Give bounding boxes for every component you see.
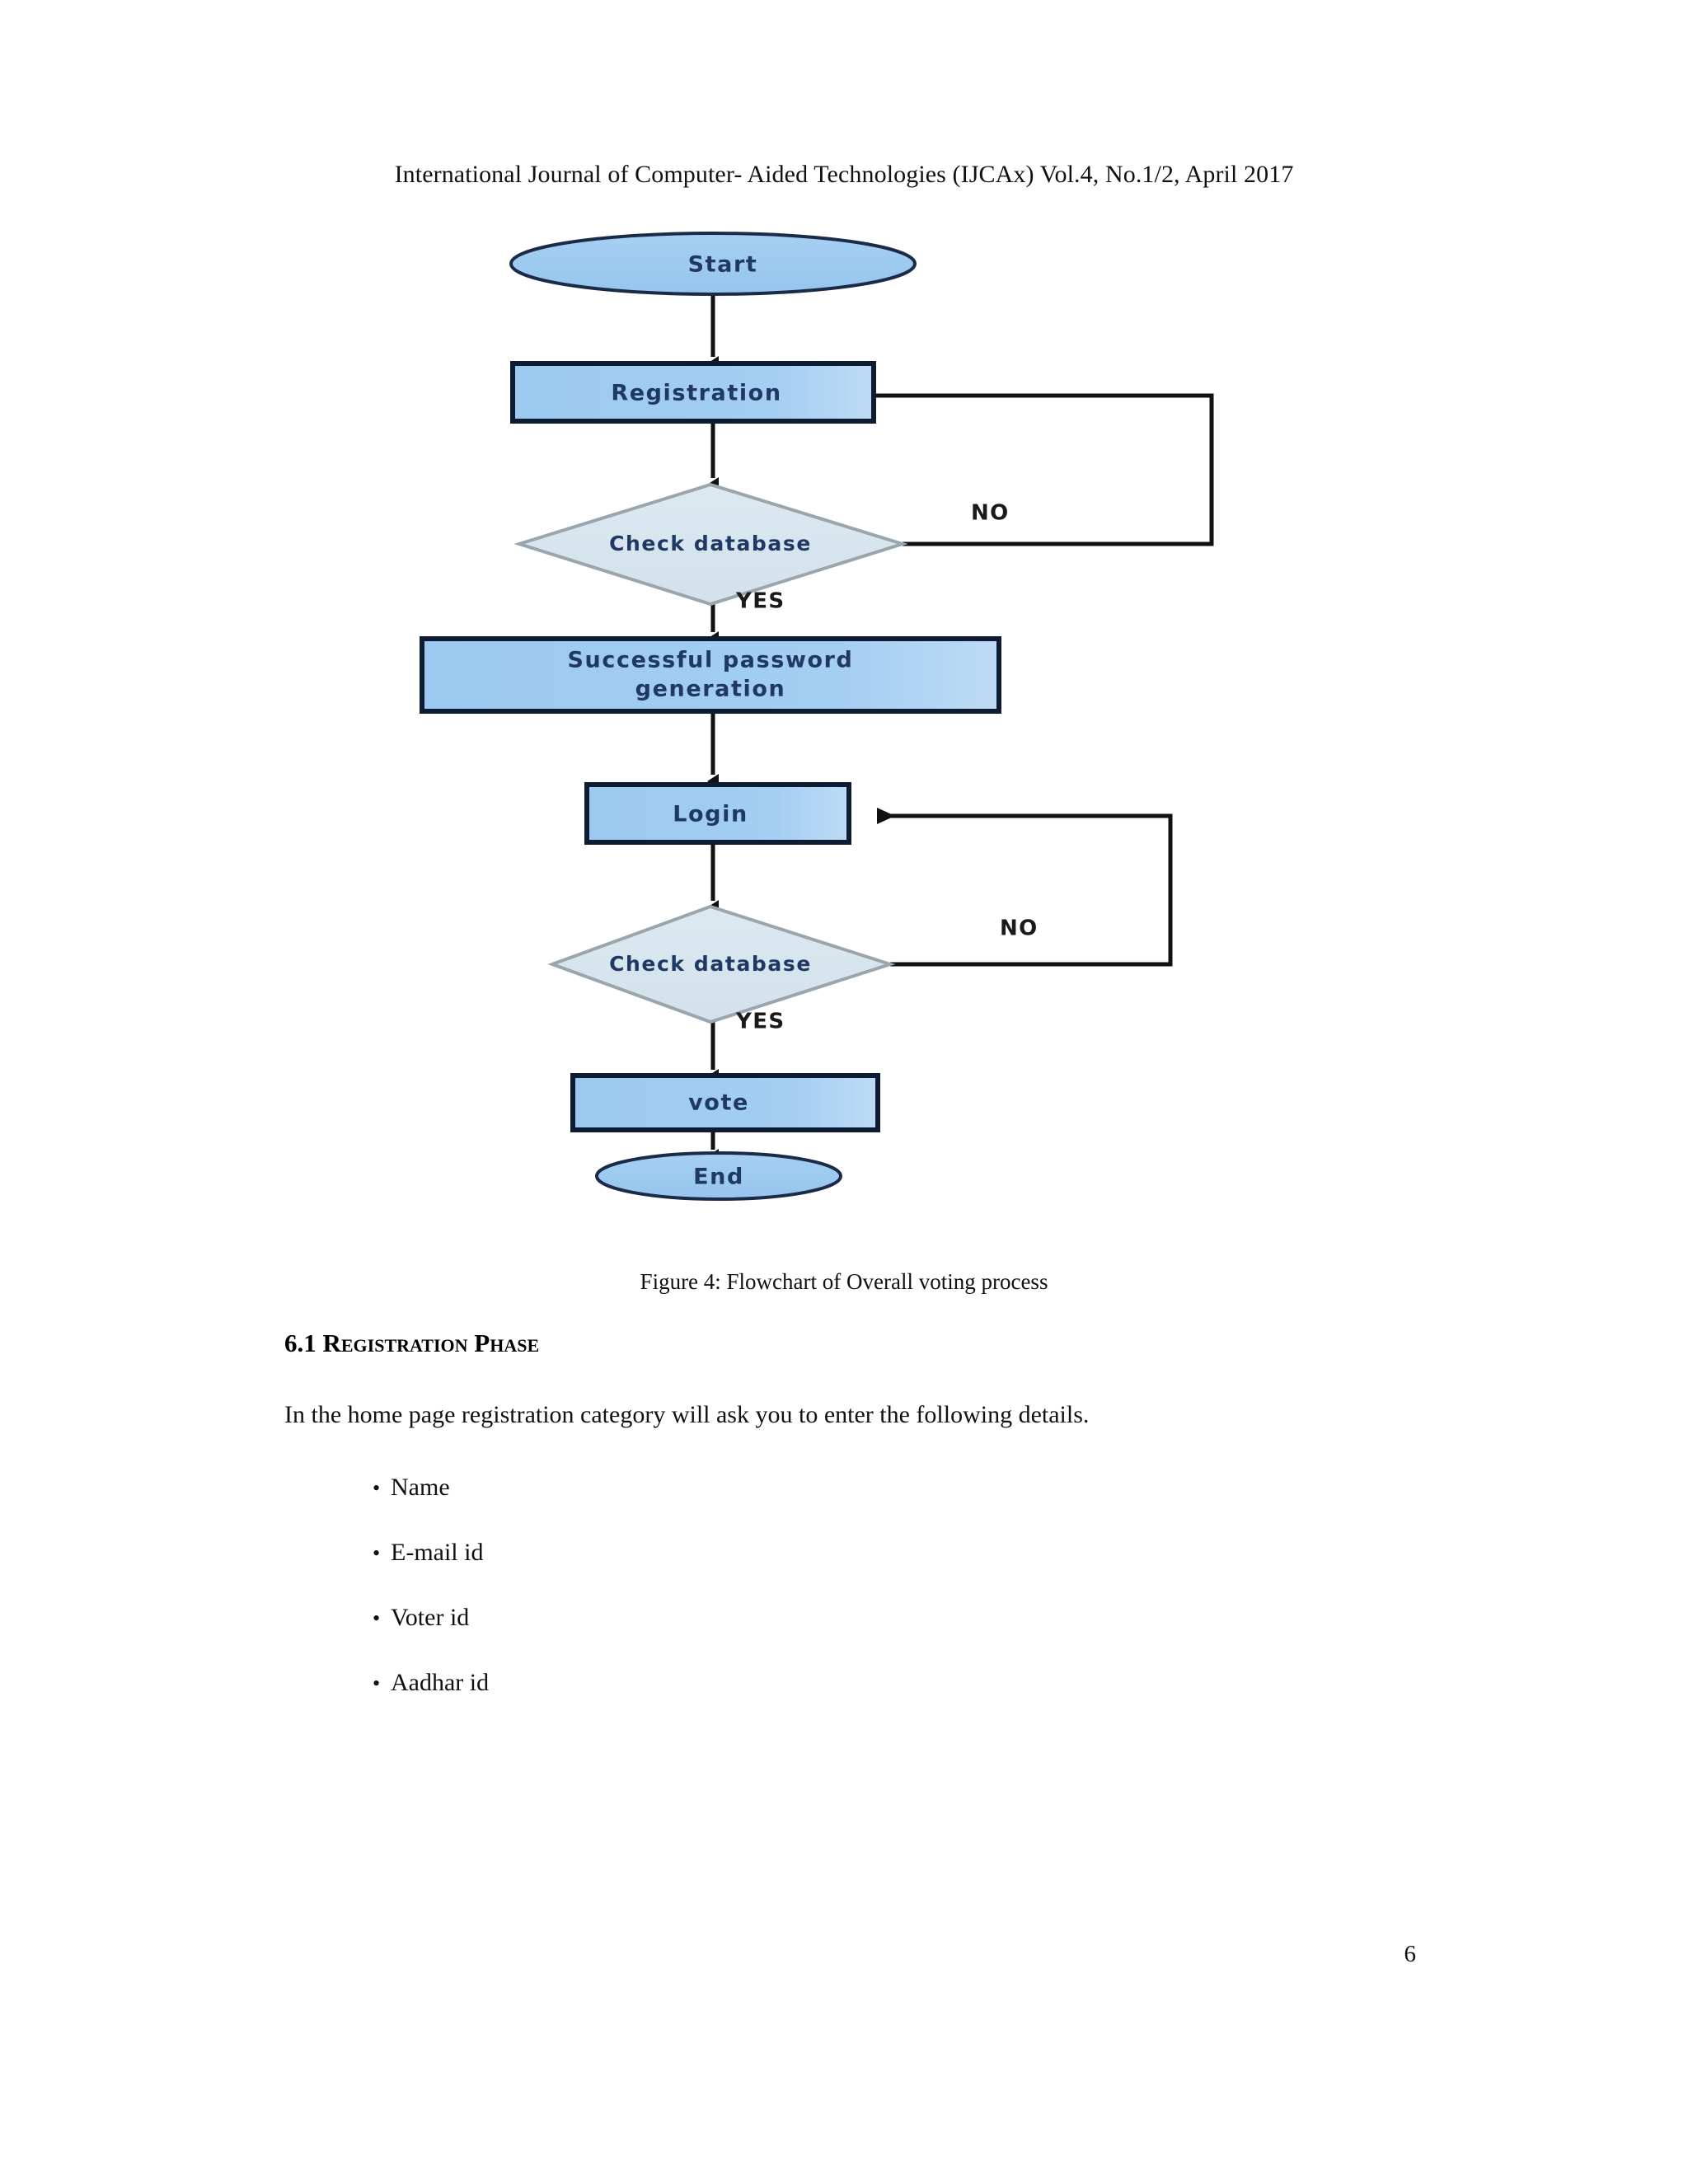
flow-node-vote-label: vote [688, 1090, 749, 1116]
list-item-label: Voter id [391, 1604, 470, 1631]
flow-node-start: Start [509, 232, 917, 296]
flow-node-password-generation: Successful password generation [420, 636, 1001, 714]
list-item: • E-mail id [373, 1520, 1279, 1585]
branch-label-no-2: NO [1000, 916, 1039, 941]
bullet-marker-icon: • [373, 1541, 381, 1565]
flow-node-check-database-2: Check database [547, 904, 896, 1024]
list-item-label: Name [391, 1474, 450, 1501]
section-heading: 6.1 Registration Phase [284, 1329, 539, 1358]
flow-node-password-generation-label-line1: Successful password [568, 648, 854, 673]
flow-node-end: End [595, 1151, 842, 1201]
list-item: • Name [373, 1455, 1279, 1520]
branch-label-yes-1: YES [735, 589, 785, 614]
bullet-marker-icon: • [373, 1606, 381, 1630]
list-item: • Voter id [373, 1585, 1279, 1650]
registration-field-list: • Name • E-mail id • Voter id • Aadhar id [373, 1455, 1279, 1715]
flow-node-end-label: End [693, 1165, 744, 1190]
running-header: International Journal of Computer- Aided… [394, 161, 1294, 188]
flow-node-check-database-1-label: Check database [609, 532, 812, 555]
list-item-label: E-mail id [391, 1539, 484, 1566]
flow-node-password-generation-label-line2: generation [635, 677, 786, 702]
flow-node-start-label: Start [688, 252, 758, 278]
flowchart-figure: Start Registration Check database NO YES… [0, 210, 1688, 1224]
bullet-marker-icon: • [373, 1476, 381, 1500]
flow-node-check-database-2-label: Check database [609, 952, 812, 976]
page-number: 6 [1404, 1941, 1417, 1967]
list-item-label: Aadhar id [391, 1669, 490, 1696]
flow-node-check-database-1: Check database [513, 482, 908, 607]
figure-caption: Figure 4: Flowchart of Overall voting pr… [640, 1269, 1048, 1294]
section-number: 6.1 [284, 1329, 316, 1357]
flow-node-vote: vote [570, 1073, 880, 1132]
bullet-marker-icon: • [373, 1671, 381, 1695]
flow-node-login-label: Login [673, 802, 748, 827]
connector-check1-no-loop [741, 387, 1214, 546]
flow-node-login: Login [584, 782, 851, 845]
branch-label-yes-2: YES [735, 1010, 785, 1034]
flow-node-registration-label: Registration [611, 381, 781, 406]
branch-label-no-1: NO [971, 501, 1010, 526]
section-paragraph: In the home page registration category w… [284, 1401, 1090, 1428]
section-title: Registration Phase [322, 1329, 540, 1357]
connector-check2-no-loop [877, 808, 1173, 967]
list-item: • Aadhar id [373, 1650, 1279, 1715]
flow-node-registration: Registration [510, 361, 876, 424]
